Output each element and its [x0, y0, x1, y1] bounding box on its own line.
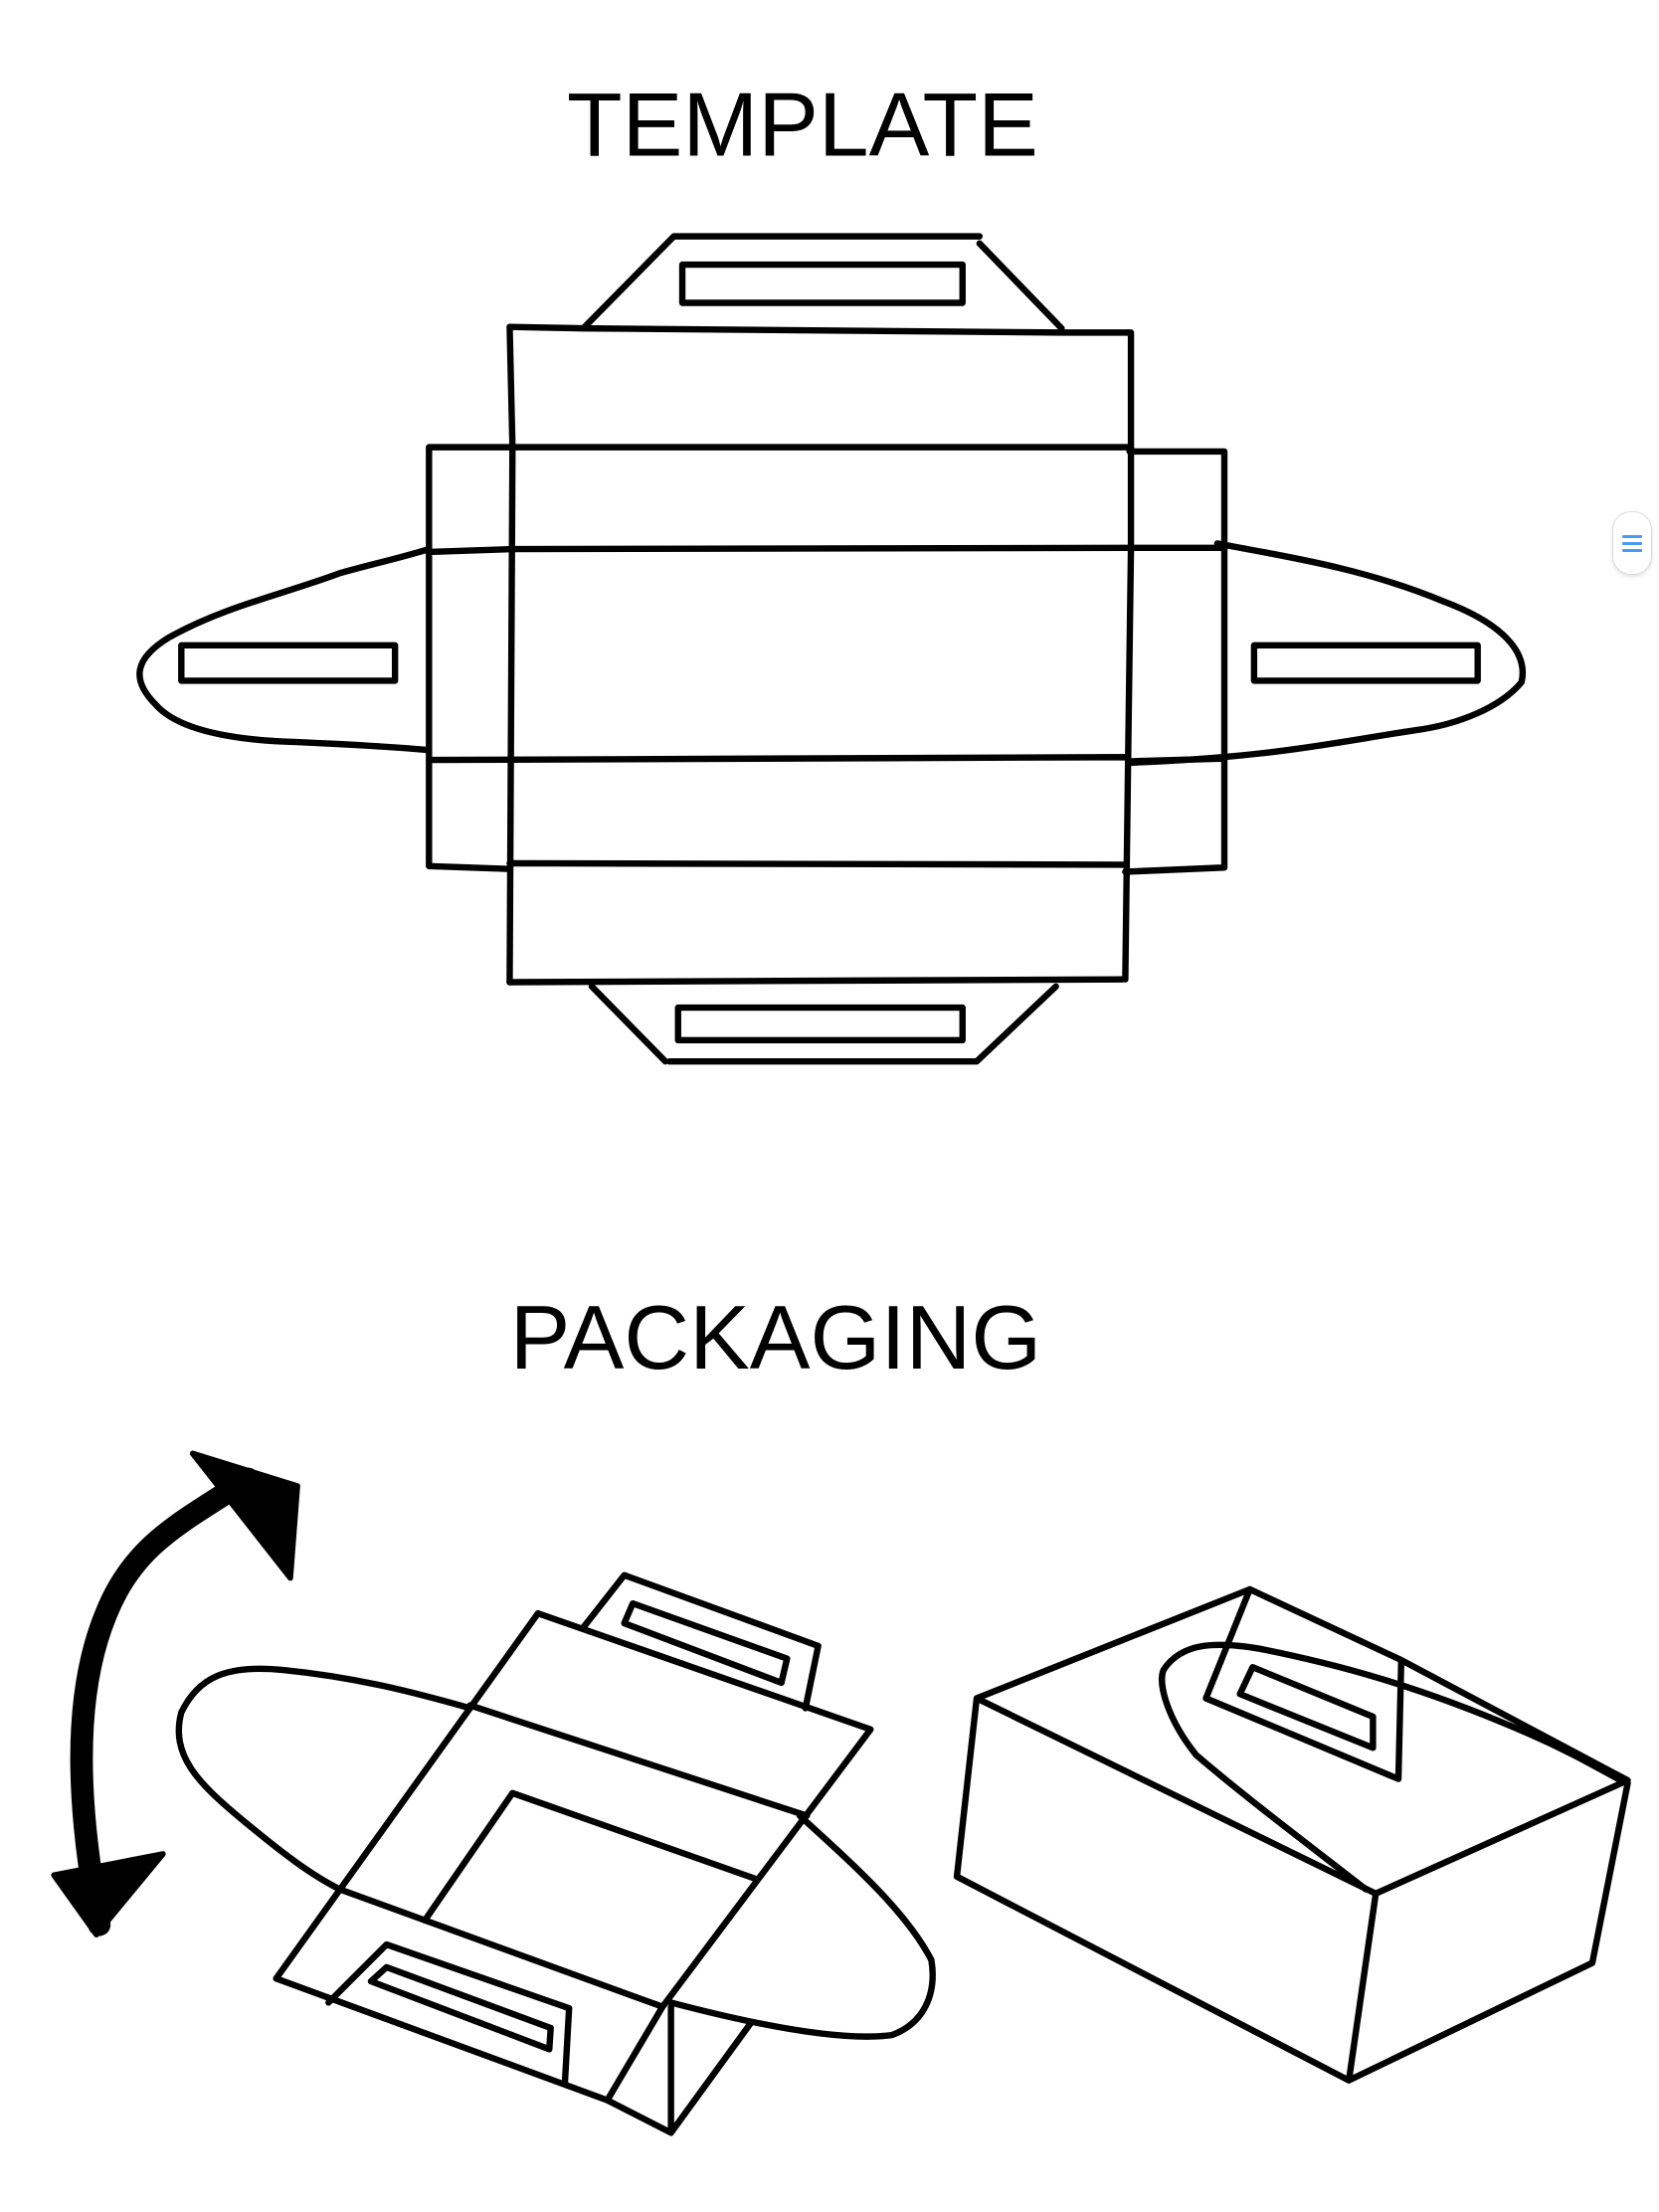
left-handle — [136, 545, 433, 754]
bottom-flap — [588, 983, 1059, 1065]
top-flap — [580, 233, 1065, 332]
right-handle-slot — [1250, 642, 1481, 684]
top-tab — [580, 1571, 822, 1712]
menu-button[interactable] — [1612, 511, 1652, 575]
left-handle-slot — [178, 642, 399, 684]
packaging-title: PACKAGING — [510, 1288, 1042, 1388]
bottom-tab — [325, 1940, 573, 2087]
bottom-tab-slot — [367, 1963, 554, 2053]
bottom-flap-handle-slot — [674, 1004, 966, 1044]
box-handle-slot — [1236, 1663, 1377, 1751]
top-panel — [506, 323, 1135, 451]
unfolded-packaging — [175, 1571, 936, 2136]
template-dieline — [136, 233, 1527, 1065]
box-handle-loop — [1159, 1641, 1624, 1893]
verticals — [506, 444, 1135, 986]
hamburger-menu-icon — [1622, 534, 1642, 552]
body-outline — [426, 444, 1228, 986]
assembled-box — [953, 1585, 1631, 2084]
right-handle — [1125, 540, 1527, 767]
handle-loop-left — [175, 1665, 473, 1893]
handle-loop-right — [667, 1812, 936, 2040]
fold-arrow-icon — [51, 1450, 300, 1937]
top-tab-slot — [621, 1599, 791, 1687]
top-flap-handle-slot — [678, 261, 966, 306]
template-title: TEMPLATE — [567, 76, 1038, 176]
